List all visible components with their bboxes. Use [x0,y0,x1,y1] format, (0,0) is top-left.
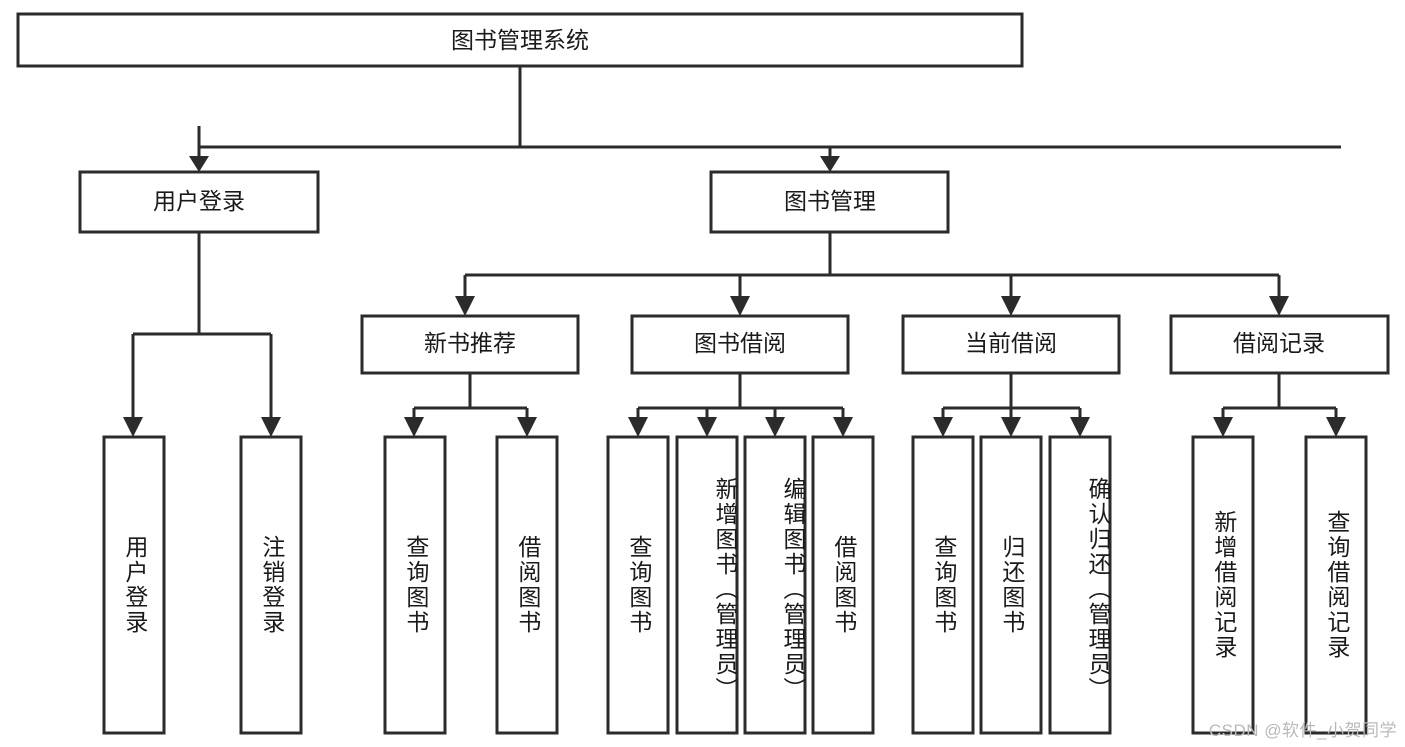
leaf-query-book-1-box[interactable] [383,435,447,735]
root-box[interactable] [16,12,1024,68]
arrow-to-leaf-borrow-book-1 [517,417,537,437]
arrow-to-leaf-user-login [123,417,143,437]
node-book-borrow[interactable]: 图书借阅 [630,314,850,375]
leaf-query-book-3-box[interactable] [911,435,975,735]
arrow-to-leaf-query-book-2 [628,417,648,437]
arrow-to-leaf-borrow-book-2 [833,417,853,437]
arrow-to-leaf-edit-book [765,417,785,437]
connector-borrow-record-to-leaves [1213,373,1346,437]
node-root[interactable]: 图书管理系统 [16,12,1024,68]
node-user-login[interactable]: 用户登录 [78,170,320,234]
connector-new-book-recommend-to-leaves [404,373,537,437]
arrow-to-leaf-add-book [697,417,717,437]
arrow-to-book-borrow [730,296,750,316]
arrow-to-leaf-return-book [1001,417,1021,437]
connector-current-borrow-to-leaves [933,373,1090,437]
book-borrow-label: 图书借阅 [694,330,786,356]
connector-root-to-level2 [189,66,1341,172]
arrow-to-leaf-query-book-1 [404,417,424,437]
node-book-management[interactable]: 图书管理 [709,170,950,234]
arrow-to-leaf-query-book-3 [933,417,953,437]
leaf-return-book-box[interactable] [979,435,1043,735]
arrow-to-leaf-add-record [1213,417,1233,437]
borrow-record-label: 借阅记录 [1233,330,1325,356]
node-borrow-record[interactable]: 借阅记录 [1169,314,1390,375]
leaf-edit-book-box[interactable] [743,435,807,735]
connector-book-borrow-to-leaves [628,373,853,437]
leaf-add-record-box[interactable] [1191,435,1255,735]
leaf-query-record-box[interactable] [1304,435,1368,735]
leaf-borrow-book-2-box[interactable] [811,435,875,735]
leaf-logout-box[interactable] [239,435,303,735]
arrow-to-leaf-query-record [1326,417,1346,437]
user-login-box[interactable] [78,170,320,234]
connector-book-management-to-level3 [455,232,1289,316]
csdn-watermark: CSDN @软件_小贺同学 [1208,721,1397,740]
connector-user-login-to-leaves [123,232,281,437]
arrow-to-borrow-record [1269,296,1289,316]
book-management-box[interactable] [709,170,950,234]
arrow-to-book-management [820,156,840,172]
current-borrow-label: 当前借阅 [965,330,1057,356]
arrow-to-leaf-logout [261,417,281,437]
new-book-recommend-box[interactable] [360,314,580,375]
arrow-to-current-borrow [1001,296,1021,316]
node-current-borrow[interactable]: 当前借阅 [901,314,1121,375]
arrow-to-new-book-recommend [455,296,475,316]
root-label: 图书管理系统 [451,27,589,53]
book-management-label: 图书管理 [784,188,876,214]
leaf-user-login-box[interactable] [102,435,166,735]
current-borrow-box[interactable] [901,314,1121,375]
arrow-to-user-login [189,156,209,172]
arrow-to-leaf-confirm-return [1070,417,1090,437]
borrow-record-box[interactable] [1169,314,1390,375]
node-new-book-recommend[interactable]: 新书推荐 [360,314,580,375]
leaf-query-book-2-box[interactable] [606,435,670,735]
leaf-borrow-book-1-box[interactable] [495,435,559,735]
user-login-label: 用户登录 [153,188,245,214]
leaf-confirm-return-box[interactable] [1048,435,1112,735]
leaf-add-book-box[interactable] [675,435,739,735]
book-borrow-box[interactable] [630,314,850,375]
new-book-recommend-label: 新书推荐 [424,330,516,356]
